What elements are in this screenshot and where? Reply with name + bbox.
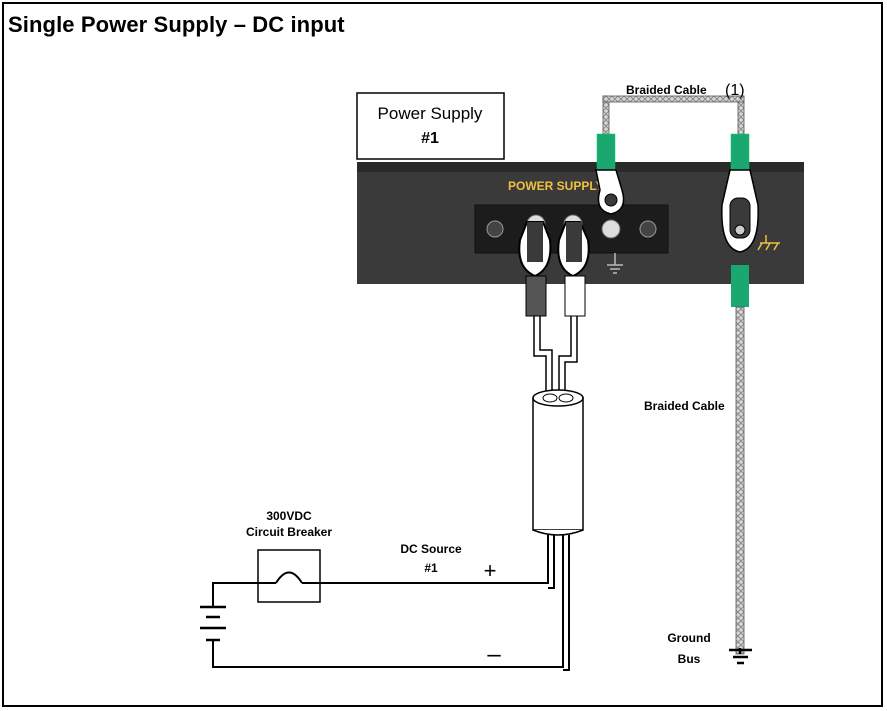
braided-cable-ground — [731, 265, 749, 655]
power-supply-label-line2: #1 — [421, 130, 439, 147]
terminal-screw — [486, 220, 504, 238]
input-wires — [533, 316, 578, 398]
cable-sleeve — [596, 133, 616, 171]
negative-wire-insulation — [525, 275, 547, 317]
cable-sleeve — [730, 133, 750, 171]
panel-ground-icon — [607, 253, 623, 274]
dc-source-label-line1: DC Source — [400, 542, 462, 556]
ground-bus-label-line1: Ground — [667, 631, 710, 645]
source-wires — [212, 535, 570, 671]
input-lugs — [518, 221, 590, 278]
dc-source-label-line2: #1 — [424, 561, 438, 575]
plus-sign: + — [484, 558, 497, 583]
battery-icon — [200, 605, 226, 642]
circuit-breaker-icon — [257, 549, 321, 603]
cable-jacket — [532, 389, 584, 536]
breaker-label-line2: Circuit Breaker — [246, 525, 332, 539]
ground-bus-label-line2: Bus — [678, 652, 701, 666]
braided-cable-note: (1) — [725, 82, 745, 99]
power-supply-callout: Power Supply #1 — [356, 92, 505, 160]
minus-sign: – — [487, 641, 501, 668]
panel-label: POWER SUPPLY 1 — [508, 179, 614, 193]
terminal-screw — [639, 220, 657, 238]
ground-bus-icon — [729, 648, 752, 665]
braided-cable-top-label: Braided Cable — [626, 83, 707, 97]
braided-cable-top — [595, 95, 759, 253]
braided-cable-side-label: Braided Cable — [644, 399, 725, 413]
chassis-ground-icon — [757, 235, 780, 251]
terminal-screw — [601, 219, 621, 239]
breaker-label-line1: 300VDC — [266, 509, 312, 523]
cable-sleeve — [731, 265, 749, 307]
power-supply-label-line1: Power Supply — [378, 104, 483, 123]
diagram-title: Single Power Supply – DC input — [8, 12, 345, 37]
positive-wire-insulation — [564, 275, 586, 317]
